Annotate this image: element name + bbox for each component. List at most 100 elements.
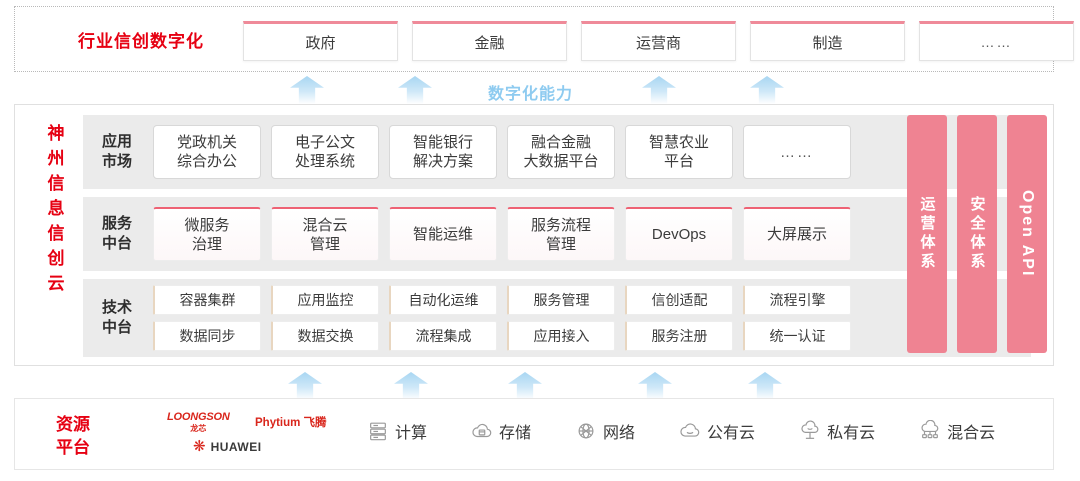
resource-item-计算[interactable]: 计算: [367, 419, 427, 443]
tier-cell-line: 微服务: [184, 216, 230, 234]
resource-platform-title: 资源平台: [41, 413, 105, 459]
tier-cell-line: 管理: [545, 235, 576, 253]
cloud-storage-icon: [472, 423, 492, 438]
tier-cell[interactable]: 混合云管理: [271, 207, 379, 261]
tier-cell-line: 解决方案: [412, 153, 473, 170]
cloud-title-char: 信: [47, 224, 65, 243]
pillar-operation-system[interactable]: 运营体系: [907, 115, 947, 353]
tier-cell[interactable]: 智能运维: [389, 207, 497, 261]
tier-cell[interactable]: ……: [743, 125, 851, 179]
huawei-flower-icon: ❋: [193, 438, 206, 455]
resource-item-label: 计算: [395, 425, 428, 442]
tier-cell[interactable]: 容器集群: [153, 285, 261, 315]
tier-cell[interactable]: 服务管理: [507, 285, 615, 315]
tier-cell[interactable]: 应用接入: [507, 321, 615, 351]
tier-cell[interactable]: 数据交换: [271, 321, 379, 351]
loongson-logo: LOONGSON 龙芯: [167, 411, 230, 434]
tier-cell[interactable]: 应用监控: [271, 285, 379, 315]
arrow-up-icon: [288, 372, 322, 400]
tier-label-line: 中台: [101, 319, 132, 336]
arrow-up-icon: [394, 372, 428, 400]
resource-item-list: 计算 存储 网络 公有云 私有云 混合云: [367, 419, 995, 443]
tier-cell[interactable]: 流程引擎: [743, 285, 851, 315]
tier-cell[interactable]: 融合金融大数据平台: [507, 125, 615, 179]
tier-cell-line: 大屏展示: [766, 226, 827, 243]
tier-label-line: 应用: [101, 133, 132, 150]
tier-cell[interactable]: 电子公文处理系统: [271, 125, 379, 179]
network-globe-icon: [578, 423, 594, 439]
cloud-title-char: 神: [47, 124, 65, 143]
tier-cell[interactable]: 统一认证: [743, 321, 851, 351]
industry-band-title: 行业信创数字化: [78, 32, 204, 51]
tier-cell[interactable]: DevOps: [625, 207, 733, 261]
arrow-up-icon: [750, 76, 784, 104]
tier-cell[interactable]: 智能银行解决方案: [389, 125, 497, 179]
huawei-logo-text: HUAWEI: [210, 439, 262, 454]
cloud-title-char: 州: [47, 149, 65, 168]
pillar-open-api[interactable]: Open API: [1007, 115, 1047, 353]
tier-cell-line: 治理: [191, 235, 222, 253]
vendor-logo-group: LOONGSON 龙芯 Phytium 飞腾 ❋ HUAWEI: [167, 409, 337, 461]
tier-label-line: 市场: [101, 153, 132, 170]
resource-item-混合云[interactable]: 混合云: [919, 419, 995, 443]
resource-item-label: 公有云: [707, 425, 756, 442]
resource-item-网络[interactable]: 网络: [575, 419, 635, 443]
cloud-title-char: 云: [47, 274, 65, 293]
resource-platform-band: 资源平台 LOONGSON 龙芯 Phytium 飞腾 ❋ HUAWEI 计算 存…: [14, 398, 1054, 470]
resource-item-label: 存储: [499, 425, 532, 442]
tier-cell[interactable]: 服务注册: [625, 321, 733, 351]
tier-label-line: 技术: [101, 299, 132, 316]
tier-application-market: 应用市场党政机关综合办公电子公文处理系统智能银行解决方案融合金融大数据平台智慧农…: [83, 115, 1031, 189]
cloud-title-char: 信: [47, 174, 65, 193]
tier-cell-line: 电子公文: [294, 134, 355, 151]
server-rack-icon: [370, 422, 386, 441]
tier-label-technology-middle-platform: 技术中台: [89, 298, 145, 338]
tier-cell-rows: 容器集群应用监控自动化运维服务管理信创适配流程引擎数据同步数据交换流程集成应用接…: [145, 285, 851, 351]
tier-cell[interactable]: 党政机关综合办公: [153, 125, 261, 179]
huawei-logo: ❋ HUAWEI: [193, 439, 262, 454]
loongson-logo-en: LOONGSON: [167, 411, 230, 423]
tier-technology-middle-platform: 技术中台容器集群应用监控自动化运维服务管理信创适配流程引擎数据同步数据交换流程集…: [83, 279, 1031, 357]
industry-box-1[interactable]: 政府: [243, 21, 398, 61]
tier-cell[interactable]: 数据同步: [153, 321, 261, 351]
resource-item-label: 网络: [603, 425, 636, 442]
tier-cell[interactable]: 自动化运维: [389, 285, 497, 315]
resource-item-label: 混合云: [947, 425, 996, 442]
resource-item-label: 私有云: [827, 425, 876, 442]
industry-box-2[interactable]: 金融: [412, 21, 567, 61]
tier-label-line: 中台: [101, 235, 132, 252]
tier-cell-line: 综合办公: [176, 153, 237, 170]
tier-cell-line: 服务流程: [530, 216, 591, 234]
resource-item-私有云[interactable]: 私有云: [799, 419, 875, 443]
tier-cell-line: 管理: [309, 235, 340, 253]
arrow-up-icon: [638, 372, 672, 400]
phytium-logo: Phytium 飞腾: [255, 417, 327, 429]
industry-box-3[interactable]: 运营商: [581, 21, 736, 61]
tier-cell[interactable]: 大屏展示: [743, 207, 851, 261]
tier-cell-line: 智能银行: [412, 134, 473, 151]
resource-item-公有云[interactable]: 公有云: [679, 419, 755, 443]
tier-cell-line: 智慧农业: [648, 134, 709, 151]
industry-box-5[interactable]: ……: [919, 21, 1074, 61]
tier-cell[interactable]: 智慧农业平台: [625, 125, 733, 179]
tier-cell-line: 平台: [663, 153, 694, 170]
arrow-up-icon: [398, 76, 432, 104]
tier-cell[interactable]: 流程集成: [389, 321, 497, 351]
tier-cell-row: 容器集群应用监控自动化运维服务管理信创适配流程引擎: [153, 285, 851, 315]
cloud-panel-title: 神州信息信创云: [39, 121, 73, 296]
resource-title-line: 平台: [56, 438, 90, 457]
tier-cell-row: 数据同步数据交换流程集成应用接入服务注册统一认证: [153, 321, 851, 351]
resource-item-存储[interactable]: 存储: [471, 419, 531, 443]
tier-cell[interactable]: 微服务治理: [153, 207, 261, 261]
tier-cell-row: 党政机关综合办公电子公文处理系统智能银行解决方案融合金融大数据平台智慧农业平台……: [145, 125, 851, 179]
tier-cell[interactable]: 信创适配: [625, 285, 733, 315]
loongson-logo-cn: 龙芯: [190, 424, 207, 433]
industry-box-4[interactable]: 制造: [750, 21, 905, 61]
tier-cell-line: 融合金融: [530, 134, 591, 151]
industry-box-list: 政府金融运营商制造 ……: [243, 21, 1074, 61]
tier-cell[interactable]: 服务流程管理: [507, 207, 615, 261]
cloud-tier-stack: 应用市场党政机关综合办公电子公文处理系统智能银行解决方案融合金融大数据平台智慧农…: [83, 115, 1031, 357]
pillar-security-system[interactable]: 安全体系: [957, 115, 997, 353]
